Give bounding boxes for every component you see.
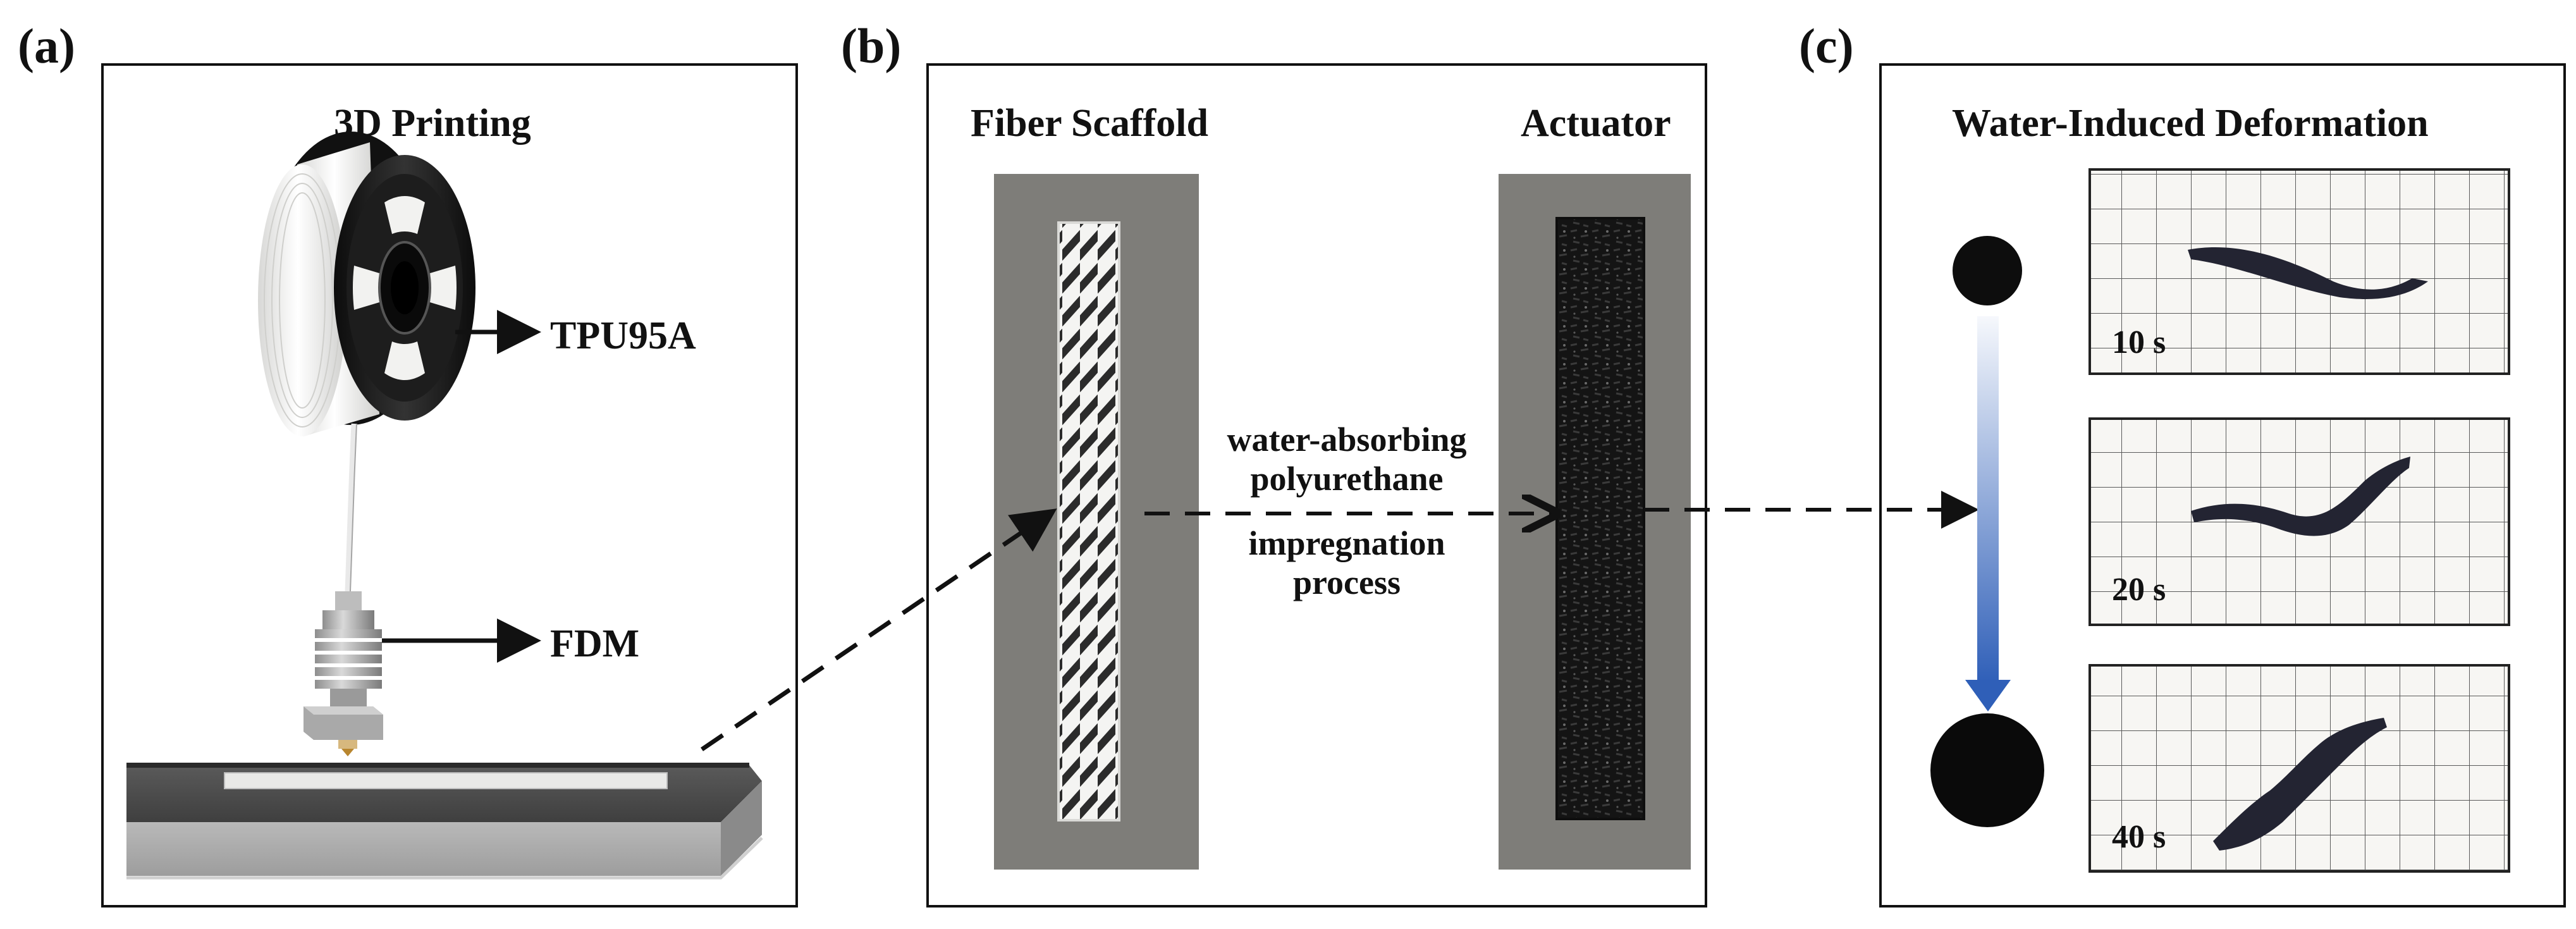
filament-strand — [345, 423, 357, 592]
process-label-top: water-absorbing polyurethane — [1189, 422, 1505, 496]
tpu95a-label: TPU95A — [550, 314, 696, 357]
gradient-arrow-head — [1965, 680, 2011, 711]
fdm-label: FDM — [550, 622, 640, 665]
process-bottom-line1: impregnation — [1248, 524, 1445, 562]
strip-10s — [2188, 247, 2428, 299]
actuator-title: Actuator — [1521, 102, 1671, 145]
gradient-arrow-shaft — [1977, 316, 1999, 683]
process-top-line2: polyurethane — [1250, 460, 1444, 498]
time-label-20s: 20 s — [2112, 572, 2166, 608]
panel-a-letter: (a) — [18, 18, 75, 73]
water-drop-small — [1953, 236, 2022, 305]
fiber-scaffold — [1057, 221, 1120, 821]
panel-a-title: 3D Printing — [334, 102, 531, 145]
water-drop-large — [1930, 713, 2044, 827]
scaffold-title: Fiber Scaffold — [971, 102, 1208, 145]
process-label-bottom: impregnation process — [1189, 526, 1505, 600]
print-bed — [126, 763, 763, 880]
panel-c-letter: (c) — [1799, 18, 1854, 73]
hotend — [304, 591, 383, 756]
time-label-40s: 40 s — [2112, 819, 2166, 855]
strip-40s — [2213, 718, 2387, 851]
panel-b-letter: (b) — [841, 18, 902, 73]
dashed-arrow-a-to-b — [701, 508, 1057, 751]
process-top-line1: water-absorbing — [1227, 421, 1467, 458]
strip-20s — [2191, 457, 2410, 536]
actuator-strip — [1555, 217, 1645, 820]
frame-10s-grid — [2088, 168, 2510, 375]
process-bottom-line2: process — [1293, 563, 1401, 601]
panel-c-title: Water-Induced Deformation — [1952, 102, 2429, 145]
time-label-10s: 10 s — [2112, 324, 2166, 360]
